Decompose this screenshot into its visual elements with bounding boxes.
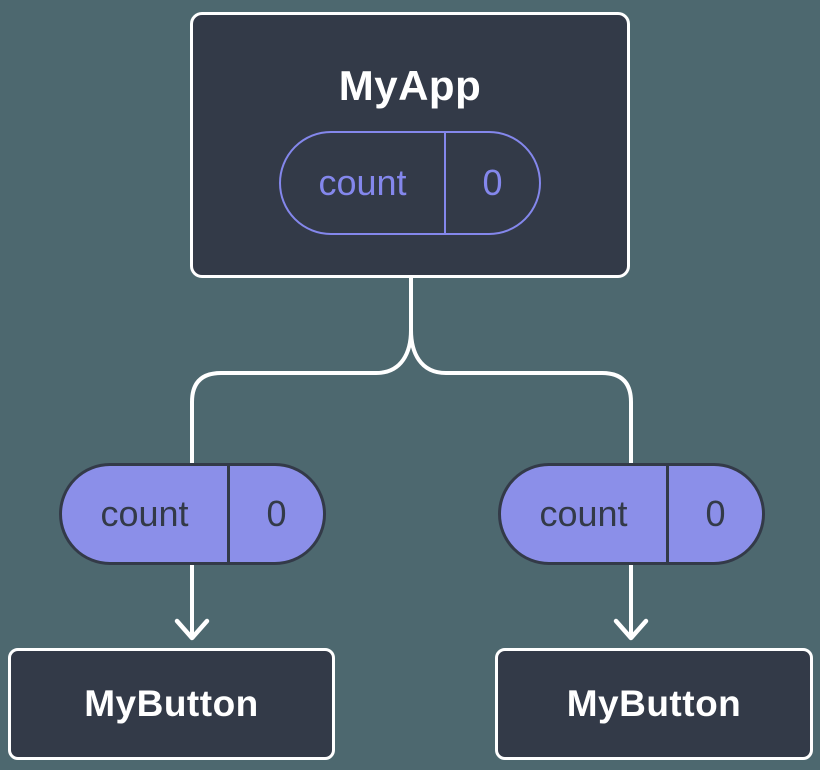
node-mybutton-right: MyButton bbox=[495, 648, 813, 760]
root-prop-value: 0 bbox=[444, 133, 539, 233]
node-mybutton-right-title: MyButton bbox=[566, 683, 742, 724]
right-prop-value: 0 bbox=[666, 466, 762, 562]
right-prop-pill: count 0 bbox=[498, 463, 765, 565]
right-prop-name: count bbox=[539, 493, 628, 534]
root-prop-pill: count 0 bbox=[279, 131, 541, 235]
node-myapp-title: MyApp bbox=[338, 62, 482, 109]
node-mybutton-left-title: MyButton bbox=[84, 683, 259, 724]
node-myapp: MyApp count 0 bbox=[190, 12, 630, 278]
arrowhead-right-icon bbox=[613, 618, 649, 641]
left-prop-pill: count 0 bbox=[59, 463, 326, 565]
left-prop-value: 0 bbox=[227, 466, 323, 562]
left-prop-name: count bbox=[100, 493, 189, 534]
fork-connector-right bbox=[409, 274, 633, 467]
node-mybutton-left: MyButton bbox=[8, 648, 335, 760]
fork-connector-left bbox=[190, 274, 413, 467]
arrowhead-left-icon bbox=[174, 618, 210, 641]
root-prop-name: count bbox=[318, 162, 407, 203]
